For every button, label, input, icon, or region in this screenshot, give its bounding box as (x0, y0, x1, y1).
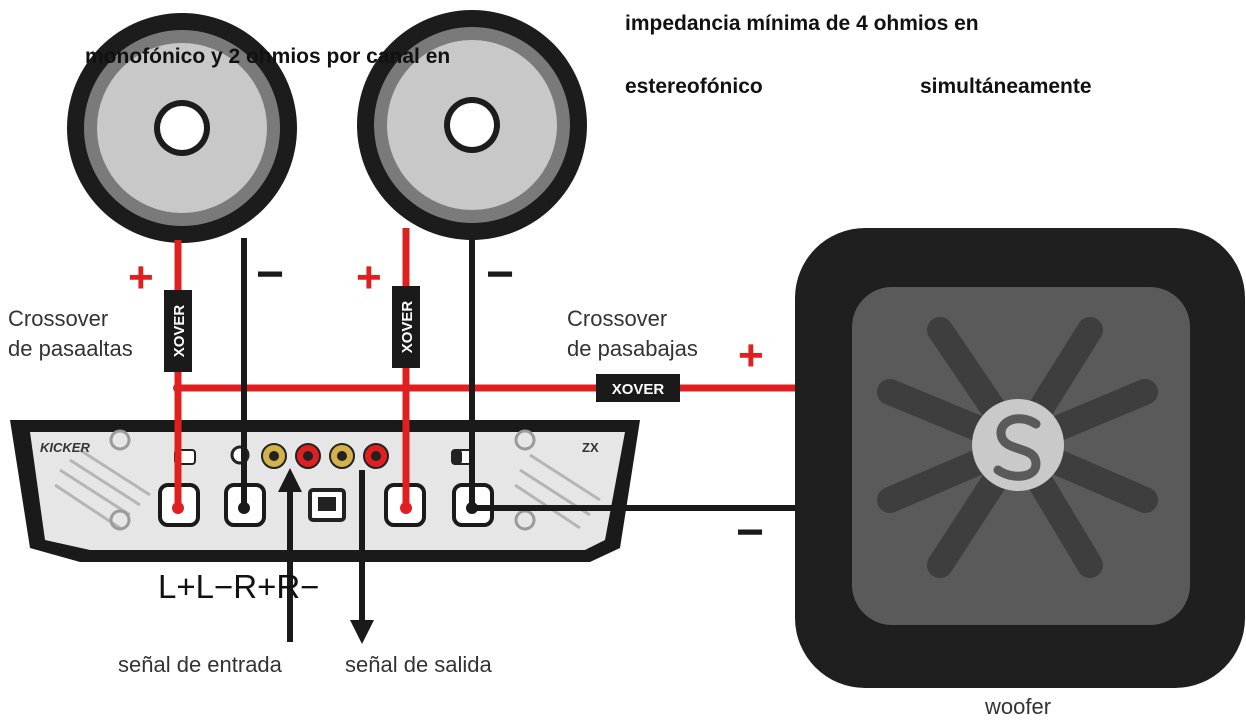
negative-wires (241, 238, 795, 511)
amp-model: ZX (582, 440, 599, 455)
terminal-polarity-label: L+L−R+R− (158, 568, 320, 605)
woofer (795, 228, 1245, 688)
minus-sign-left: − (256, 248, 284, 301)
output-arrow (350, 470, 374, 644)
crossover-high-label-1: Crossover (8, 306, 109, 331)
amp-brand: KICKER (40, 440, 90, 455)
crossover-low-label-2: de pasabajas (567, 336, 698, 361)
svg-text:XOVER: XOVER (399, 301, 416, 354)
plus-sign-woofer: + (738, 331, 764, 380)
woofer-label: woofer (985, 694, 1052, 719)
svg-text:XOVER: XOVER (171, 305, 188, 358)
xover-high-left: XOVER (164, 290, 192, 372)
amplifier: KICKER ZX (10, 420, 640, 562)
xover-low: XOVER (596, 374, 680, 402)
xover-high-right: XOVER (392, 286, 420, 368)
crossover-high-label-2: de pasaaltas (8, 336, 133, 361)
terminal-dots (172, 383, 478, 514)
plus-sign-left: + (128, 253, 154, 302)
output-signal-label: señal de salida (345, 652, 492, 677)
input-arrow (278, 468, 302, 642)
svg-text:XOVER: XOVER (612, 381, 665, 398)
speaker-left (67, 13, 297, 243)
crossover-low-label-1: Crossover (567, 306, 668, 331)
header-line-3b: simultáneamente (920, 75, 1092, 98)
minus-sign-woofer: − (736, 506, 764, 559)
speaker-right (357, 10, 587, 240)
minus-sign-right: − (486, 248, 514, 301)
header-line-2: monofónico y 2 ohmios por canal en (85, 45, 451, 68)
plus-sign-right: + (356, 253, 382, 302)
input-signal-label: señal de entrada (118, 652, 282, 677)
header-line-3a: estereofónico (625, 75, 763, 98)
rca-jacks (261, 443, 389, 469)
header-line-1: impedancia mínima de 4 ohmios en (625, 12, 979, 35)
